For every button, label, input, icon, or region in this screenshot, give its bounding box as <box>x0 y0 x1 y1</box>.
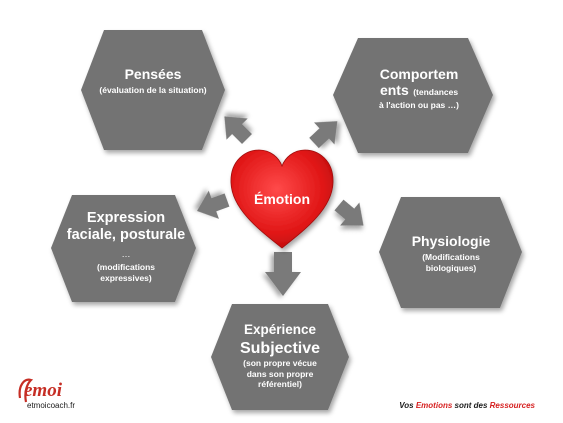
arrow-to-physiologie <box>334 199 364 226</box>
node-experience-subtitle: (son propre vécue dans son propre référe… <box>243 357 317 390</box>
arrow-to-experience <box>265 252 301 296</box>
logo-swoosh <box>18 378 34 403</box>
hexagon-expression <box>51 195 196 302</box>
node-physiologie: Physiologie (Modifications biologiques) <box>392 233 510 273</box>
emoi-logo: emoi etmoicoach.fr <box>14 380 104 414</box>
node-comportements: Comportem ents (tendances à l'action ou … <box>344 66 494 111</box>
arrow-to-comportements <box>309 121 338 149</box>
node-experience: Expérience Subjective (son propre vécue … <box>217 322 343 390</box>
logo-domain: etmoicoach.fr <box>27 401 76 410</box>
node-expression: Expression faciale, posturale … (modific… <box>66 210 186 283</box>
hexagon-comportements <box>333 38 493 153</box>
node-expression-subtitle: (modifications expressives) <box>96 262 156 283</box>
tagline: Vos Emotions sont des Ressources <box>399 401 535 410</box>
node-experience-title-line1: Expérience <box>243 322 317 337</box>
node-expression-title: Expression faciale, posturale <box>66 210 186 244</box>
node-physiologie-subtitle: (Modifications biologiques) <box>422 252 480 273</box>
tagline-part3: sont des <box>452 401 490 410</box>
logo-word: emoi <box>24 380 62 401</box>
node-comportements-title-line2: ents <box>379 82 409 99</box>
node-pensees-subtitle: (évaluation de la situation) <box>99 85 207 96</box>
tagline-part1: Vos <box>399 401 416 410</box>
node-experience-title-line2: Subjective <box>239 339 321 357</box>
node-physiologie-title: Physiologie <box>411 233 491 249</box>
node-comportements-title-line1: Comportem <box>379 66 459 82</box>
tagline-emotions: Emotions <box>415 401 453 410</box>
arrow-to-pensees <box>224 116 252 144</box>
node-comportements-subtitle-inline: (tendances <box>413 87 459 98</box>
center-emotion-label: Émotion <box>254 191 310 207</box>
node-comportements-subtitle: à l'action ou pas …) <box>379 100 459 111</box>
node-pensees: Pensées (évaluation de la situation) <box>88 66 218 96</box>
node-pensees-title: Pensées <box>124 66 182 82</box>
node-expression-ellipsis: … <box>121 248 131 259</box>
hexagon-physiologie <box>379 197 522 308</box>
tagline-ressources: Ressources <box>489 401 535 410</box>
arrow-to-expression <box>196 190 230 219</box>
hexagon-experience <box>211 304 349 410</box>
hexagon-pensees <box>81 30 225 150</box>
heart-shape <box>230 149 334 249</box>
